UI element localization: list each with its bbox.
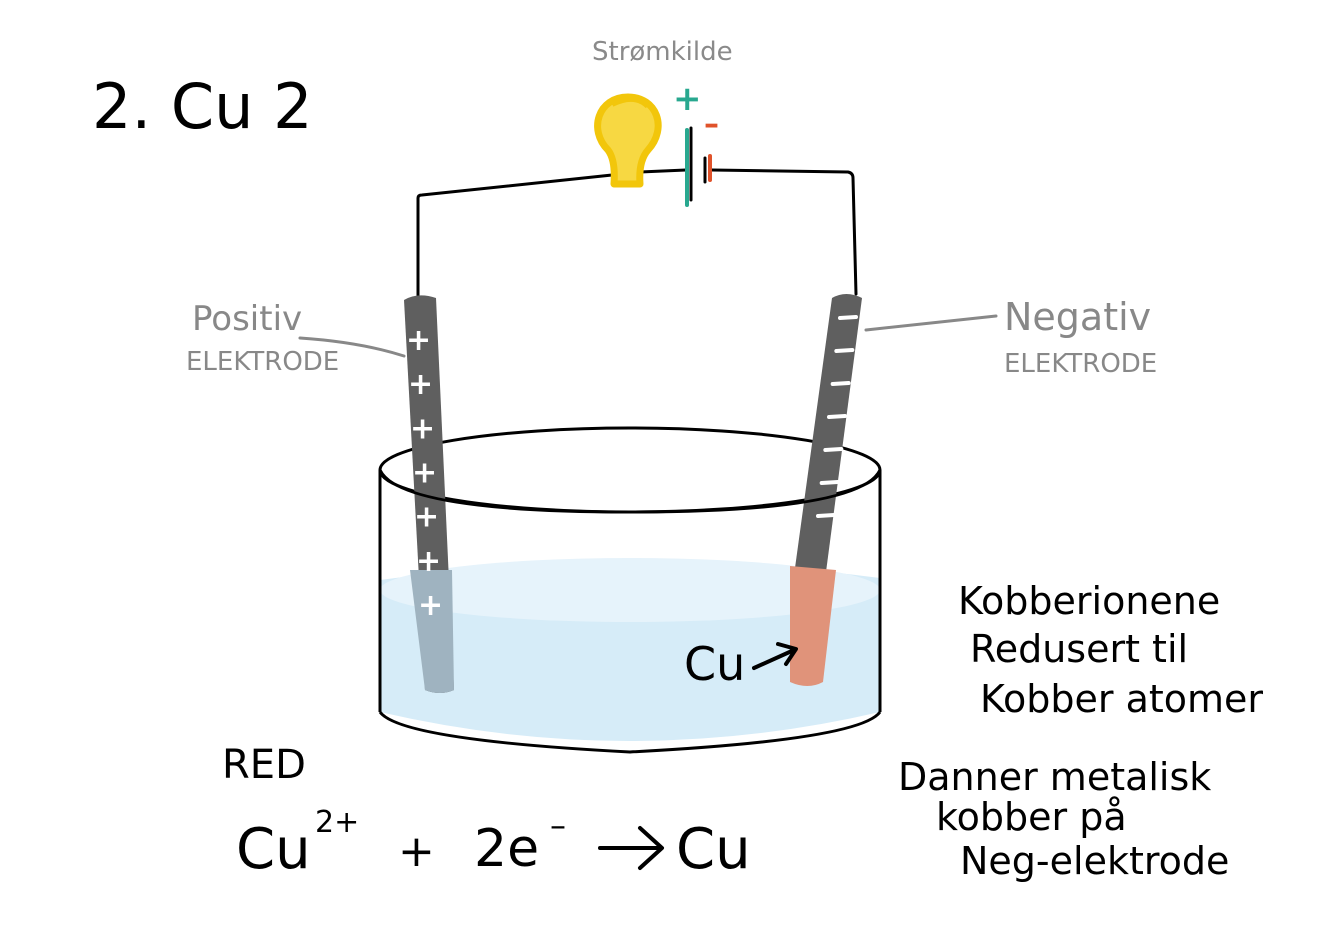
note-2-line-3: Neg-elektrode (960, 839, 1229, 883)
reaction-equation: Cu 2+ + 2e – Cu (236, 805, 751, 882)
positive-electrode (404, 295, 454, 693)
positive-charge-symbol: + (416, 544, 441, 579)
negative-charge-symbol (819, 480, 840, 485)
reaction-arrow-icon (598, 826, 664, 870)
positive-label-line1: Positiv (192, 299, 302, 339)
reaction-electrons: 2e (474, 819, 539, 879)
reaction-heading: RED (222, 742, 306, 788)
negative-label-leader (864, 314, 998, 332)
note-1-line-1: Kobberionene (958, 579, 1220, 623)
reaction-product: Cu (676, 817, 751, 882)
negative-charge-symbol (838, 315, 858, 320)
positive-charge-symbol: + (408, 367, 433, 402)
negative-charge-symbol (830, 381, 851, 386)
positive-charge-symbol: + (412, 456, 437, 491)
beaker-front-rim (378, 469, 882, 514)
page-title: 2. Cu 2 (92, 70, 313, 143)
positive-charge-symbol: + (406, 323, 431, 358)
note-1-line-3: Kobber atomer (980, 677, 1263, 721)
arrow-icon (752, 642, 798, 670)
battery-plus-symbol: + (673, 79, 702, 119)
negative-charge-symbol (816, 513, 836, 518)
positive-charge-symbol: + (414, 500, 439, 535)
battery-minus-symbol: – (704, 107, 719, 142)
lightbulb-icon (594, 93, 662, 188)
positive-label-line2: ELEKTRODE (186, 347, 339, 377)
negative-charges (816, 315, 858, 518)
positive-label-leader (298, 336, 406, 358)
negative-charge-symbol (834, 348, 855, 353)
positive-charges: + + + + + + + (406, 323, 443, 623)
reaction-plus: + (398, 826, 435, 877)
note-2-line-1: Danner metalisk (898, 755, 1211, 799)
negative-charge-symbol (827, 414, 847, 419)
note-2-line-2: kobber på (936, 795, 1127, 839)
solution-surface (380, 558, 880, 622)
negative-label-line1: Negativ (1004, 295, 1151, 339)
negative-label-line2: ELEKTRODE (1004, 349, 1157, 379)
reaction-lhs-charge: 2+ (315, 805, 359, 840)
negative-charge-symbol (823, 447, 844, 452)
deposit-label: Cu (684, 637, 745, 691)
beaker-bottom (378, 711, 882, 754)
positive-charge-symbol: + (410, 411, 435, 446)
reaction-lhs: Cu (236, 817, 311, 882)
circuit-wire (416, 168, 858, 300)
positive-charge-symbol: + (418, 588, 443, 623)
reaction-electron-charge: – (550, 806, 566, 844)
battery-icon (685, 126, 712, 207)
negative-electrode (790, 294, 862, 686)
beaker-walls (378, 470, 882, 712)
power-source-label: Strømkilde (592, 37, 733, 67)
note-1-line-2: Redusert til (970, 627, 1188, 671)
